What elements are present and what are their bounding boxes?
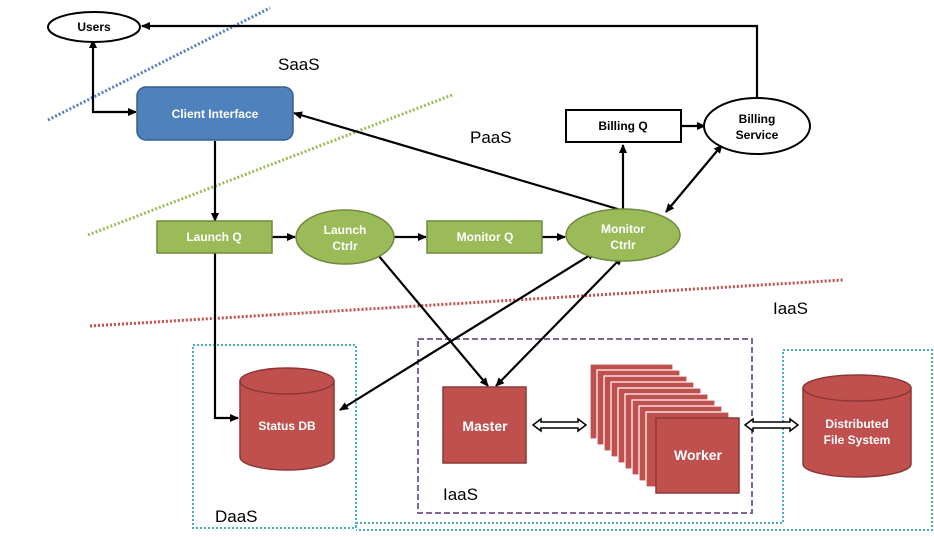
daas-container (192, 344, 357, 529)
billing-q-node[interactable]: Billing Q (565, 109, 682, 143)
monitor-ctrlr-label-line2: Ctrlr (610, 238, 636, 252)
distributed-fs-node[interactable]: Distributed File System (802, 374, 912, 478)
worker-label: Worker (674, 447, 723, 463)
billing-users-connector (141, 22, 759, 103)
iaas-label-top: IaaS (773, 299, 808, 318)
paas-label: PaaS (470, 128, 512, 147)
billing-service-label-line2: Service (736, 128, 779, 142)
billing-service-node[interactable]: Billing Service (703, 97, 811, 155)
worker-stack[interactable]: Worker (589, 363, 740, 494)
monitor-ctrlr-label-line1: Monitor (601, 222, 645, 236)
launch-q-node[interactable]: Launch Q (156, 220, 273, 254)
launchctrlr-master-connector (377, 254, 489, 387)
paas-boundary-line (87, 93, 453, 237)
users-client-connector (89, 39, 137, 116)
daas-label: DaaS (215, 507, 258, 526)
status-db-label: Status DB (258, 419, 316, 433)
saas-boundary-line (47, 6, 271, 122)
monitor-q-node[interactable]: Monitor Q (426, 220, 543, 254)
launch-ctrlr-node[interactable]: Launch Ctrlr (295, 209, 395, 265)
client-interface-node[interactable]: Client Interface (136, 86, 294, 141)
billing-q-label: Billing Q (598, 119, 647, 133)
distributed-fs-label-line2: File System (824, 433, 891, 447)
monitor-ctrlr-node[interactable]: Monitor Ctrlr (565, 208, 681, 262)
worker-fs-double-arrow (743, 417, 800, 433)
iaas-label-bottom: IaaS (443, 485, 478, 504)
master-worker-double-arrow (531, 417, 588, 433)
users-node[interactable]: Users (47, 11, 141, 43)
master-label: Master (462, 418, 508, 434)
distributed-fs-label-line1: Distributed (825, 417, 888, 431)
client-monitorctrlr-connector (293, 111, 622, 212)
launch-ctrlr-label-line1: Launch (324, 223, 367, 237)
status-db-node[interactable]: Status DB (239, 367, 335, 471)
master-node[interactable]: Master (442, 386, 527, 464)
launch-q-label: Launch Q (186, 230, 241, 244)
users-label: Users (77, 20, 111, 34)
launch-ctrlr-label-line2: Ctrlr (332, 239, 358, 253)
monitorctrlr-billingservice-connector (665, 144, 723, 213)
billing-service-label-line1: Billing (739, 112, 776, 126)
client-interface-label: Client Interface (172, 107, 259, 121)
monitor-q-label: Monitor Q (457, 230, 514, 244)
iaas-boundary-line (89, 278, 844, 328)
fs-container (355, 349, 933, 531)
launchq-statusdb-connector (213, 253, 239, 422)
monitorctrlr-master-connector (495, 256, 623, 387)
saas-label: SaaS (278, 55, 320, 74)
